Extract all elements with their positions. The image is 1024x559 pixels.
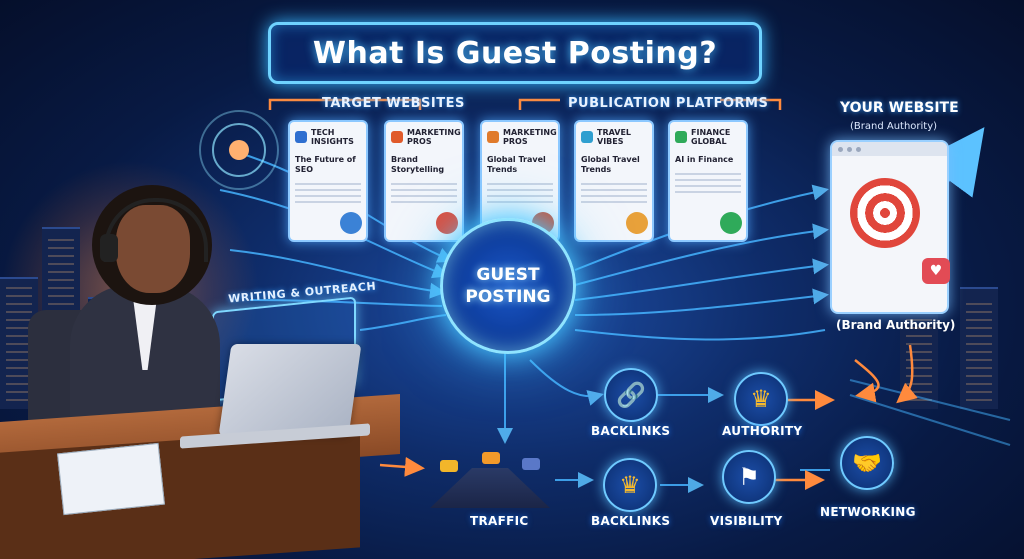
target-icon — [850, 178, 920, 248]
authority-label: AUTHORITY — [722, 424, 803, 438]
backlinks-label-top: BACKLINKS — [591, 424, 671, 438]
finance-logo-icon — [675, 131, 687, 143]
text-lines — [487, 181, 553, 203]
website-card-travel-vibes: TRAVEL VIBES Global Travel Trends — [574, 120, 654, 242]
headset-earcup — [100, 234, 118, 262]
title-banner: What Is Guest Posting? — [268, 22, 762, 84]
backlinks-label-bottom: BACKLINKS — [591, 514, 671, 528]
tech-logo-icon — [295, 131, 307, 143]
marketing-logo-icon — [391, 131, 403, 143]
card-brand: FINANCE GLOBAL — [691, 128, 731, 146]
link-icon: 🔗 — [604, 368, 658, 422]
card-brand: MARKETING PROS — [407, 128, 461, 146]
lighthouse-icon: ⚑ — [722, 450, 776, 504]
handshake-icon: 🤝 — [840, 436, 894, 490]
hub-label-line1: GUEST — [476, 265, 540, 285]
card-brand: TRAVEL VIBES — [597, 128, 632, 146]
document-icon — [57, 442, 165, 516]
car-icon — [522, 458, 540, 470]
browser-bar — [832, 142, 947, 156]
publication-platforms-label: PUBLICATION PLATFORMS — [568, 96, 769, 111]
networking-label: NETWORKING — [820, 505, 916, 519]
heart-icon: ♥ — [922, 258, 950, 284]
dollar-icon — [720, 212, 742, 234]
target-websites-label: TARGET WEBSITES — [322, 96, 465, 111]
website-card-finance-global: FINANCE GLOBAL AI in Finance — [668, 120, 748, 242]
hub-label-line2: POSTING — [465, 287, 551, 307]
brand-authority-label: (Brand Authority) — [836, 318, 956, 332]
crown-icon: ♛ — [603, 458, 657, 512]
card-brand: TECH INSIGHTS — [311, 128, 354, 146]
car-icon — [440, 460, 458, 472]
page-title: What Is Guest Posting? — [312, 35, 718, 71]
traffic-label: TRAFFIC — [470, 514, 529, 528]
text-lines — [675, 171, 741, 193]
text-lines — [391, 181, 457, 203]
visibility-label: VISIBILITY — [710, 514, 783, 528]
text-lines — [295, 181, 361, 203]
text-lines — [581, 181, 647, 203]
building — [960, 287, 998, 409]
laptop-icon — [218, 344, 362, 436]
car-icon — [482, 452, 500, 464]
website-card-tech-insights: TECH INSIGHTS The Future of SEO — [288, 120, 368, 242]
your-website-subtitle: (Brand Authority) — [850, 121, 938, 132]
crown-icon: ♛ — [734, 372, 788, 426]
marketing-logo-icon — [487, 131, 499, 143]
card-headline: Global Travel Trends — [487, 155, 546, 174]
guest-posting-hub: GUEST POSTING — [440, 218, 576, 354]
travel-logo-icon — [581, 131, 593, 143]
card-headline: Global Travel Trends — [581, 155, 640, 174]
your-website-title: YOUR WEBSITE — [840, 100, 959, 116]
gear-icon — [340, 212, 362, 234]
card-headline: The Future of SEO — [295, 155, 356, 174]
card-headline: AI in Finance — [675, 155, 734, 164]
megaphone-icon — [436, 212, 458, 234]
card-brand: MARKETING PROS — [503, 128, 557, 146]
website-card-marketing-pros: MARKETING PROS Brand Storytelling — [384, 120, 464, 242]
card-headline: Brand Storytelling — [391, 155, 445, 174]
travel-icon — [626, 212, 648, 234]
your-website-browser — [830, 140, 949, 314]
